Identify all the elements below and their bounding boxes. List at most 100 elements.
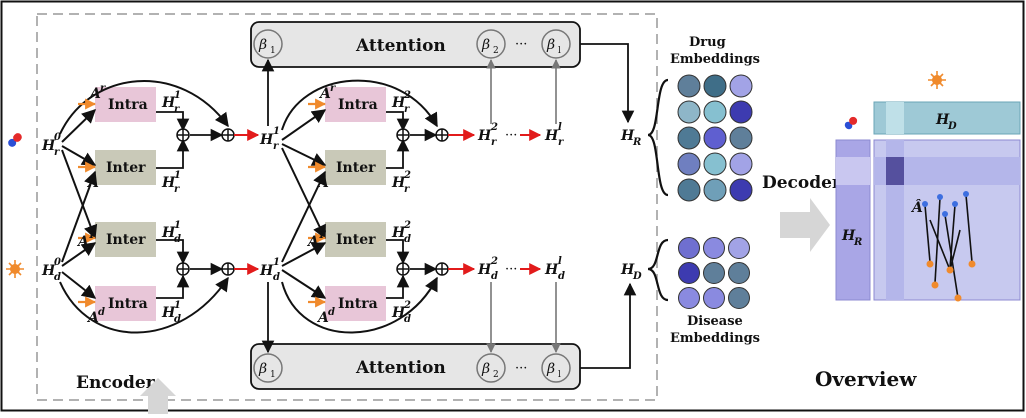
disease-embedding-grid — [678, 237, 750, 309]
svg-text:Intra: Intra — [108, 296, 148, 312]
svg-text:l: l — [558, 122, 562, 133]
svg-text:H: H — [259, 132, 274, 148]
intra-box-r1: Intra — [95, 87, 156, 122]
svg-text:H: H — [41, 263, 56, 279]
attention-block-top: Attention β 1 β 2 ··· β l — [250, 21, 581, 68]
svg-text:0: 0 — [54, 257, 61, 268]
embedding-node — [729, 126, 753, 150]
svg-text:Inter: Inter — [106, 232, 146, 248]
svg-text:A: A — [86, 310, 99, 326]
svg-text:d: d — [404, 234, 411, 245]
attention-label-top: Attention — [355, 36, 446, 56]
svg-text:d: d — [558, 271, 565, 282]
embedding-node — [703, 152, 727, 176]
embedding-node — [728, 287, 750, 309]
label-Hd0: H0d — [41, 257, 61, 283]
inter-box-r1: Inter — [95, 150, 156, 185]
decoder-pill-icon — [844, 116, 858, 130]
svg-text:2: 2 — [493, 370, 499, 380]
svg-text:β: β — [481, 37, 490, 53]
encoder-frame — [36, 13, 658, 401]
label-HD: HD — [620, 262, 642, 282]
label-HR: HR — [620, 128, 641, 148]
svg-text:2: 2 — [403, 220, 411, 231]
svg-text:1: 1 — [270, 370, 276, 380]
svg-text:T: T — [318, 230, 327, 241]
label-Hd1: H1d — [259, 257, 280, 283]
intra-box-r2: Intra — [325, 87, 386, 122]
svg-text:H: H — [544, 262, 559, 278]
svg-text:r: r — [174, 184, 180, 195]
embedding-node — [677, 126, 701, 150]
svg-text:D: D — [632, 271, 642, 282]
svg-text:d: d — [98, 307, 105, 318]
virus-icon — [6, 260, 24, 278]
svg-text:H: H — [161, 95, 176, 111]
svg-text:···: ··· — [515, 37, 527, 52]
drug-emb-label-2: Embeddings — [670, 52, 760, 67]
svg-text:r: r — [100, 83, 106, 94]
svg-text:d: d — [491, 271, 498, 282]
embedding-node — [677, 100, 701, 124]
embedding-node — [728, 237, 750, 259]
svg-text:r: r — [330, 83, 336, 94]
brace-drug — [647, 78, 669, 197]
svg-text:A: A — [316, 175, 329, 191]
svg-text:Â: Â — [910, 198, 923, 216]
svg-text:H: H — [391, 225, 406, 241]
svg-text:β: β — [546, 361, 555, 377]
svg-text:r: r — [404, 104, 410, 115]
svg-text:H: H — [477, 128, 492, 144]
svg-text:A: A — [318, 86, 331, 102]
svg-text:H: H — [391, 175, 406, 191]
svg-text:···: ··· — [515, 361, 527, 376]
svg-text:r: r — [174, 104, 180, 115]
svg-text:2: 2 — [403, 300, 411, 311]
svg-text:H: H — [477, 262, 492, 278]
svg-text:1: 1 — [174, 300, 181, 311]
svg-text:d: d — [404, 314, 411, 325]
svg-text:Inter: Inter — [336, 160, 376, 176]
svg-text:r: r — [273, 141, 279, 152]
svg-text:2: 2 — [490, 256, 498, 267]
svg-text:H: H — [41, 138, 56, 154]
svg-text:1: 1 — [174, 220, 181, 231]
svg-text:H: H — [161, 225, 176, 241]
svg-text:l: l — [558, 46, 561, 56]
svg-text:Intra: Intra — [338, 97, 378, 113]
embedding-node — [703, 126, 727, 150]
embedding-node — [729, 100, 753, 124]
svg-text:A: A — [88, 86, 101, 102]
attention-block-bottom: Attention β 1 β 2 ··· β l — [250, 343, 581, 390]
label-Hr2: H2r — [477, 122, 498, 148]
svg-text:β: β — [258, 37, 267, 53]
embedding-node — [728, 262, 750, 284]
overview-title: Overview — [815, 367, 917, 391]
intra-box-d1: Intra — [95, 286, 156, 321]
svg-text:2: 2 — [403, 170, 411, 181]
svg-text:β: β — [546, 37, 555, 53]
svg-text:Intra: Intra — [108, 97, 148, 113]
attention-label-bottom: Attention — [355, 358, 446, 378]
svg-text:d: d — [273, 272, 280, 283]
embedding-node — [703, 74, 727, 98]
svg-text:l: l — [558, 256, 562, 267]
svg-text:r: r — [558, 137, 564, 148]
svg-text:A: A — [76, 234, 89, 250]
svg-text:H: H — [935, 112, 950, 128]
embedding-node — [703, 237, 725, 259]
svg-text:H: H — [391, 305, 406, 321]
svg-text:H: H — [620, 128, 635, 144]
svg-text:β: β — [258, 361, 267, 377]
svg-text:···: ··· — [505, 262, 517, 277]
embedding-node — [729, 74, 753, 98]
label-Hr0: H0 r — [41, 132, 61, 158]
embedding-node — [678, 262, 700, 284]
svg-text:0: 0 — [54, 132, 61, 143]
svg-text:Intra: Intra — [338, 296, 378, 312]
svg-text:H: H — [259, 263, 274, 279]
svg-text:r: r — [491, 137, 497, 148]
svg-text:r: r — [54, 147, 60, 158]
